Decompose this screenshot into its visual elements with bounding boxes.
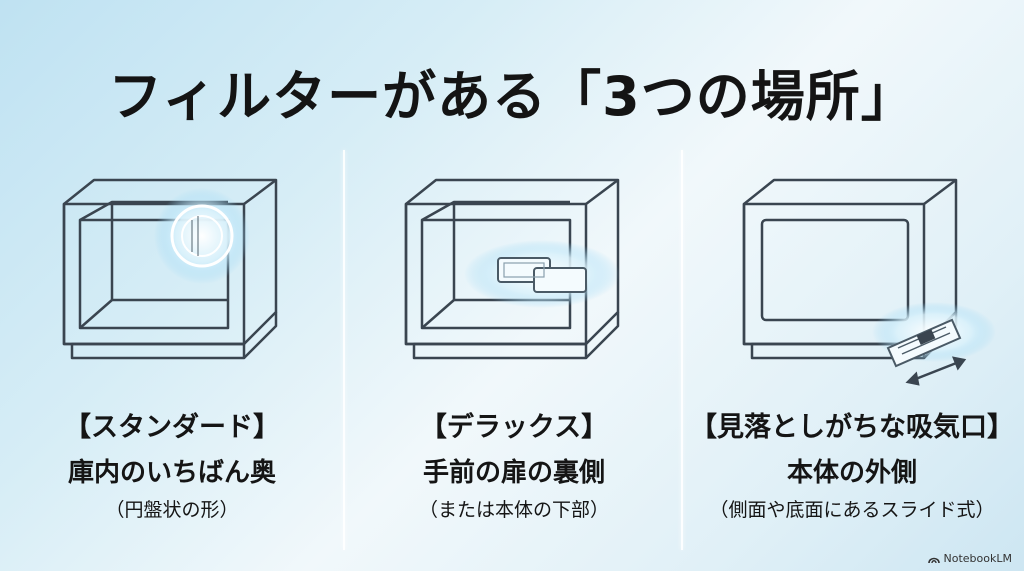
- panel-standard: 【スタンダード】 庫内のいちばん奥 （円盤状の形）: [2, 150, 342, 550]
- brand-mark: NotebookLM: [927, 552, 1012, 565]
- microwave-back-filter-icon: [62, 178, 278, 360]
- panel-location: 庫内のいちばん奥: [67, 458, 276, 488]
- brand-name: NotebookLM: [943, 552, 1012, 565]
- panel-detail: （または本体の下部）: [418, 499, 609, 521]
- panel-category: 【スタンダード】: [64, 412, 280, 443]
- panel-category: 【見落としがちな吸気口】: [690, 412, 1014, 443]
- panel-detail: （側面や底面にあるスライド式）: [709, 499, 995, 521]
- panel-location: 手前の扉の裏側: [422, 458, 605, 488]
- notebooklm-logo-icon: [927, 557, 940, 563]
- panel-location: 本体の外側: [786, 458, 917, 488]
- page-title: フィルターがある「3つの場所」: [108, 65, 916, 128]
- panel-category: 【デラックス】: [419, 412, 609, 443]
- divider-2: [681, 150, 683, 550]
- panel-intake-vent: 【見落としがちな吸気口】 本体の外側 （側面や底面にあるスライド式）: [682, 150, 1022, 550]
- microwave-door-filter-icon: [404, 178, 620, 360]
- divider-1: [343, 150, 345, 550]
- panel-detail: （円盤状の形）: [105, 499, 239, 521]
- panel-deluxe: 【デラックス】 手前の扉の裏側 （または本体の下部）: [344, 150, 684, 550]
- microwave-exterior-filter-icon: [742, 178, 996, 386]
